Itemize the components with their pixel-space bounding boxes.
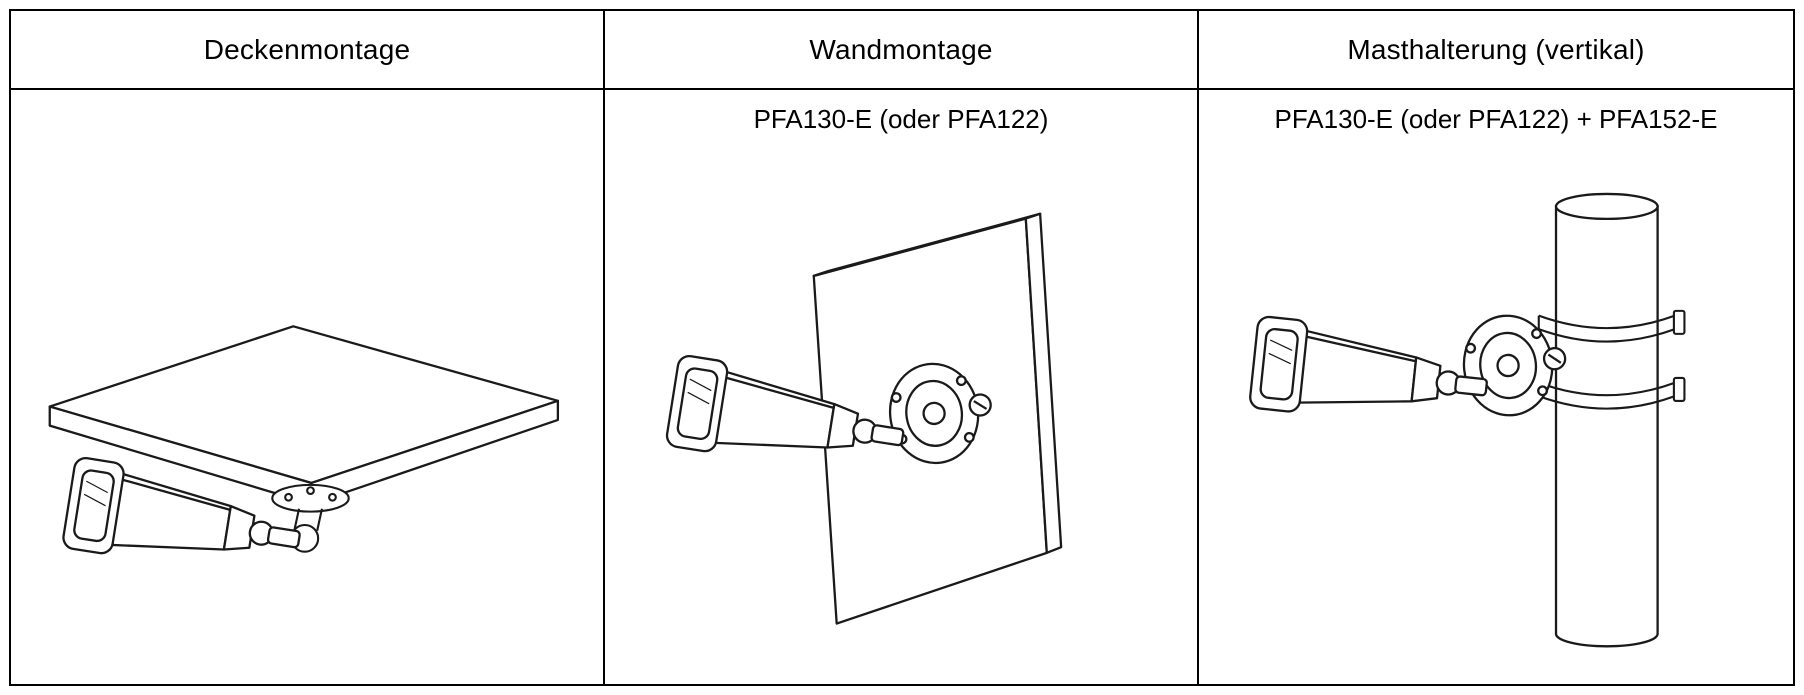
column-header-ceiling-mount: Deckenmontage: [11, 11, 605, 90]
column-header-pole-mount: Masthalterung (vertikal): [1199, 11, 1793, 90]
pole-straps: [1537, 314, 1676, 410]
mounting-options-table: Deckenmontage Wandmontage Masthalterung …: [9, 9, 1795, 686]
strap-buckles: [1672, 309, 1686, 403]
ceiling-mount-cell: [11, 90, 605, 684]
column-header-wall-mount: Wandmontage: [605, 11, 1199, 90]
junction-box-icon: [1457, 308, 1572, 421]
pole-mount-illustration: [1247, 192, 1686, 648]
pole: [1554, 192, 1659, 648]
bullet-camera-icon: [1247, 314, 1493, 433]
mount-accessory-label: PFA130-E (oder PFA122): [753, 104, 1049, 134]
wall-mount-illustration: [664, 212, 1063, 625]
mount-accessory-label: PFA130-E (oder PFA122) + PFA152-E: [1274, 104, 1718, 134]
ceiling-mount-illustration: [48, 325, 559, 585]
wall-mount-cell: PFA130-E (oder PFA122): [605, 90, 1199, 684]
pole-mount-cell: PFA130-E (oder PFA122) + PFA152-E: [1199, 90, 1793, 684]
